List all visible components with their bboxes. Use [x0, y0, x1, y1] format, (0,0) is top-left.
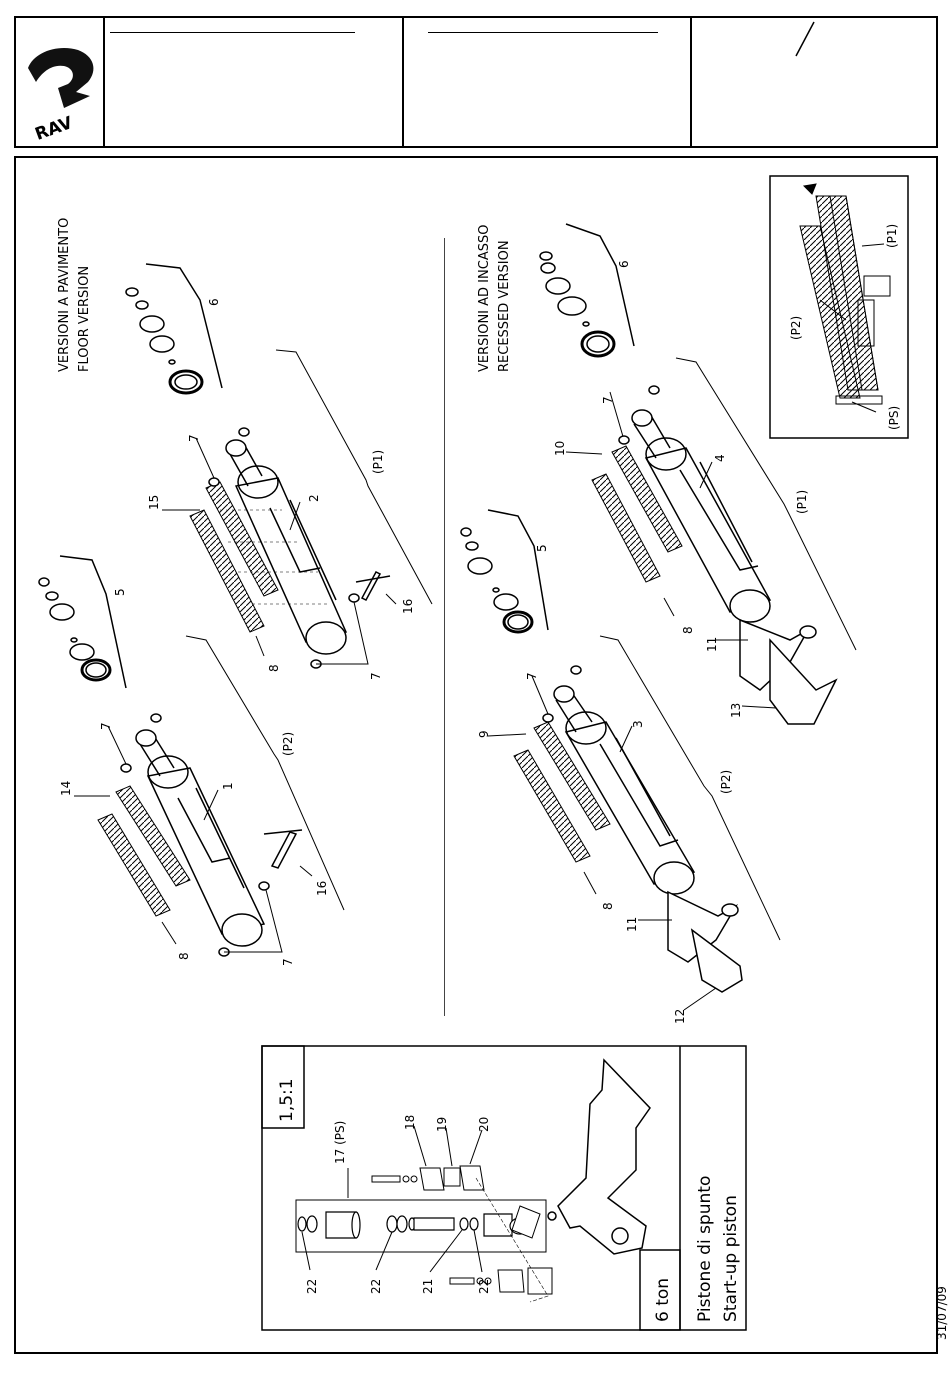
startup-title-en: Start-up piston [721, 1195, 741, 1322]
callout-3: 3 [631, 720, 645, 728]
seal-kit-5-floor [39, 556, 126, 688]
callout-14: 14 [59, 781, 73, 796]
callout-11-b: 11 [625, 917, 639, 932]
callout-7-d: 7 [281, 958, 295, 966]
startup-title-it: Pistone di spunto [695, 1176, 715, 1322]
callout-8-b: 8 [177, 952, 191, 960]
recessed-title-en: RECESSED VERSION [497, 240, 512, 372]
callout-7-e: 7 [601, 396, 615, 404]
seal-kit-6-recessed [540, 224, 634, 356]
mounting-bracket [548, 1060, 650, 1254]
callout-p2-recessed: (P2) [719, 770, 733, 794]
callout-p1-floor: (P1) [371, 450, 385, 474]
callout-11-a: 11 [705, 637, 719, 652]
callout-7-b: 7 [369, 672, 383, 680]
startup-piston-parts [298, 1212, 530, 1238]
callout-8-a: 8 [267, 664, 281, 672]
callout-5-floor: 5 [113, 588, 127, 596]
callout-22-a: 22 [305, 1279, 319, 1294]
callout-7-a: 7 [187, 434, 201, 442]
ratio-label: 1,5:1 [277, 1078, 297, 1122]
callout-18: 18 [403, 1115, 417, 1130]
floor-title-it: VERSIONI A PAVIMENTO [57, 218, 72, 372]
callout-8-c: 8 [681, 626, 695, 634]
callout-8-d: 8 [601, 902, 615, 910]
callout-15: 15 [147, 495, 161, 510]
seal-kit-6-floor [126, 264, 222, 393]
callout-9: 9 [477, 730, 491, 738]
callout-16-a: 16 [401, 599, 415, 614]
callout-6-recessed: 6 [617, 260, 631, 268]
callout-21: 21 [421, 1279, 435, 1294]
callout-13: 13 [729, 703, 743, 718]
seal-kit-5-recessed [461, 510, 548, 632]
callout-6-floor: 6 [207, 298, 221, 306]
cylinder-4-recessed-p1 [632, 410, 836, 724]
overview-ps: (PS) [887, 406, 901, 430]
overview-lift-sketch [800, 184, 890, 404]
floor-title-en: FLOOR VERSION [77, 266, 92, 372]
callout-17-ps: 17 (PS) [333, 1121, 347, 1164]
callout-1: 1 [221, 782, 235, 790]
callout-19: 19 [435, 1117, 449, 1132]
overview-p1: (P1) [885, 224, 899, 248]
callout-10: 10 [553, 441, 567, 456]
callout-4: 4 [713, 454, 727, 462]
callout-7-c: 7 [99, 722, 113, 730]
callout-20: 20 [477, 1117, 491, 1132]
recessed-title-it: VERSIONI AD INCASSO [477, 225, 492, 372]
callout-p1-recessed: (P1) [795, 490, 809, 514]
capacity-label: 6 ton [653, 1278, 673, 1322]
leader-7-a [196, 438, 214, 478]
callout-p2-floor: (P2) [281, 732, 295, 756]
callout-22-b: 22 [369, 1279, 383, 1294]
callout-16-b: 16 [315, 881, 329, 896]
cylinder-3-recessed-p2 [554, 686, 742, 992]
footer-date: 31/07/09 [935, 1286, 949, 1340]
callout-7-f: 7 [525, 672, 539, 680]
callout-22-c: 22 [477, 1279, 491, 1294]
callout-5-recessed: 5 [535, 544, 549, 552]
callout-12: 12 [673, 1009, 687, 1024]
callout-2: 2 [307, 494, 321, 502]
overview-p2: (P2) [789, 316, 803, 340]
